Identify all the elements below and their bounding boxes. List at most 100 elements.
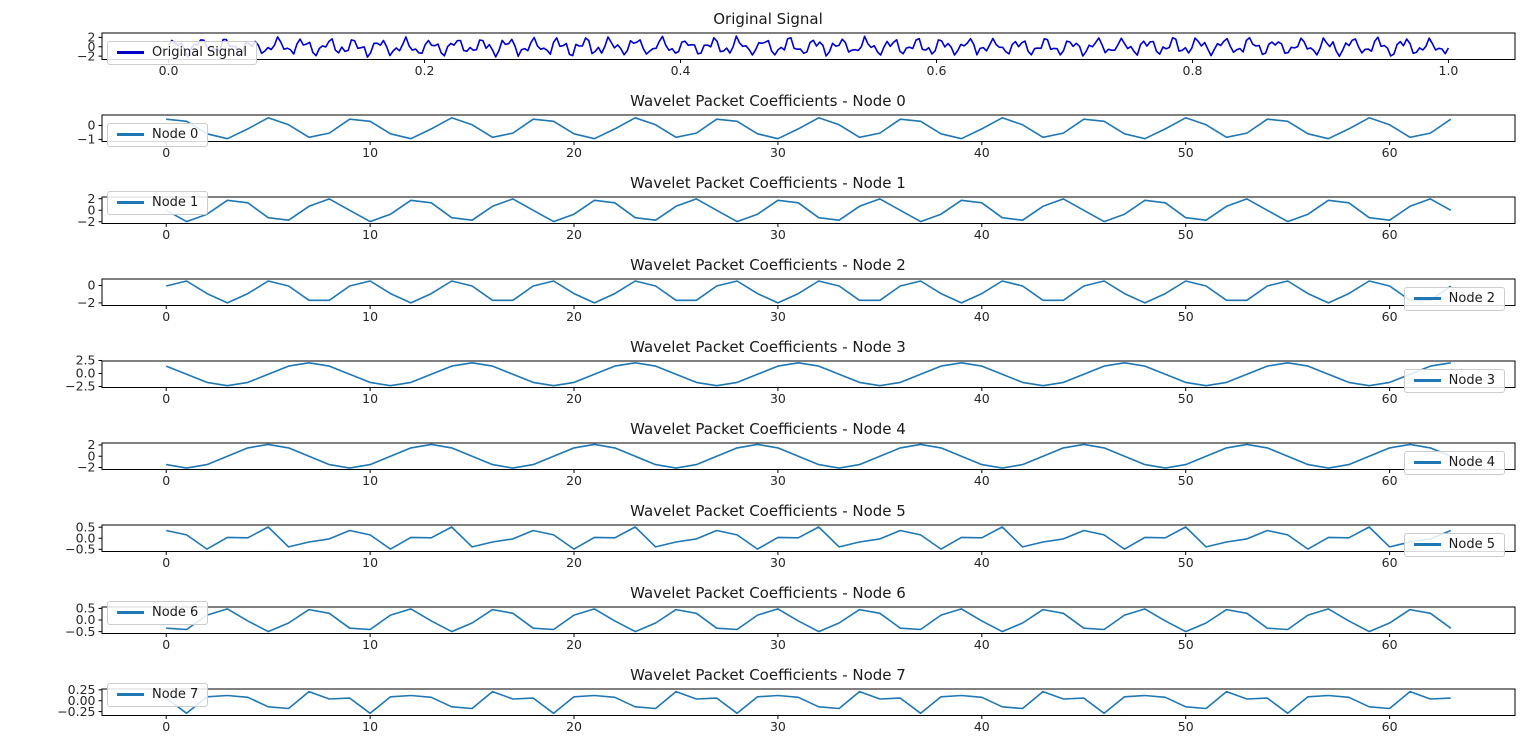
y-tick-label: −0.5 — [65, 624, 95, 639]
axes-box — [101, 524, 1516, 552]
y-tick-label: −0.25 — [57, 704, 95, 719]
x-tick-label: 0.8 — [1183, 63, 1203, 78]
x-tick-label: 10 — [362, 227, 378, 242]
subplot-title: Wavelet Packet Coefficients - Node 0 — [630, 92, 906, 110]
axes-box — [101, 114, 1516, 142]
y-tick-label: 0.0 — [76, 612, 96, 627]
x-tick-label: 30 — [770, 145, 786, 160]
y-tick-label: −1 — [77, 132, 95, 147]
legend-node-0: Node 0 — [107, 123, 209, 147]
y-tick-label: 0 — [88, 118, 96, 133]
legend-line-icon — [117, 133, 144, 136]
x-tick-label: 20 — [566, 719, 582, 734]
legend-original-signal: Original Signal — [107, 41, 257, 65]
x-tick-label: 30 — [770, 555, 786, 570]
x-tick-label: 60 — [1382, 309, 1398, 324]
x-tick-label: 50 — [1178, 309, 1194, 324]
x-tick-label: 30 — [770, 227, 786, 242]
y-tick-label: 0 — [88, 202, 96, 217]
x-tick-label: 0 — [162, 145, 170, 160]
subplot-title: Wavelet Packet Coefficients - Node 7 — [630, 666, 906, 684]
subplot-node-0: Wavelet Packet Coefficients - Node 0 0 10… — [0, 82, 1536, 164]
x-tick-label: 0 — [162, 719, 170, 734]
signal-line — [165, 690, 1451, 715]
legend-label: Node 7 — [152, 687, 199, 702]
y-tick-label: 0.0 — [76, 366, 96, 381]
signal-line — [165, 198, 1452, 223]
x-tick-label: 50 — [1178, 391, 1194, 406]
x-tick-label: 60 — [1382, 227, 1398, 242]
x-tick-label: 50 — [1178, 145, 1194, 160]
y-tick-label: 2 — [88, 30, 96, 45]
signal-line — [165, 361, 1451, 387]
legend-node-7: Node 7 — [107, 683, 209, 707]
x-tick-label: 20 — [566, 637, 582, 652]
x-tick-label: 40 — [974, 145, 990, 160]
x-tick-label: 10 — [362, 309, 378, 324]
x-tick-label: 30 — [770, 719, 786, 734]
x-tick-label: 30 — [770, 473, 786, 488]
legend-line-icon — [117, 201, 144, 204]
subplot-node-4: Wavelet Packet Coefficients - Node 4 0 10… — [0, 410, 1536, 492]
x-tick-label: 10 — [362, 719, 378, 734]
legend-line-icon — [1413, 297, 1441, 300]
y-tick-label: 0.25 — [68, 682, 96, 697]
x-tick-label: 60 — [1382, 145, 1398, 160]
y-tick-label: −2 — [77, 460, 95, 475]
x-tick-label: 60 — [1382, 719, 1398, 734]
x-tick-label: 40 — [974, 227, 990, 242]
subplot-title: Wavelet Packet Coefficients - Node 4 — [630, 420, 906, 438]
x-tick-label: 40 — [974, 391, 990, 406]
x-tick-label: 50 — [1178, 473, 1194, 488]
x-tick-label: 10 — [362, 145, 378, 160]
legend-node-1: Node 1 — [107, 191, 209, 215]
axes-box — [101, 360, 1516, 388]
subplot-title: Wavelet Packet Coefficients - Node 2 — [630, 256, 906, 274]
x-tick-label: 20 — [566, 555, 582, 570]
x-tick-label: 60 — [1382, 555, 1398, 570]
y-tick-label: 2 — [88, 437, 96, 452]
y-tick-label: 0 — [88, 448, 96, 463]
subplot-title: Wavelet Packet Coefficients - Node 5 — [630, 502, 906, 520]
legend-label: Node 1 — [152, 195, 199, 210]
x-tick-label: 0 — [162, 473, 170, 488]
x-tick-label: 60 — [1382, 391, 1398, 406]
x-tick-label: 50 — [1178, 227, 1194, 242]
y-tick-label: 2 — [88, 191, 96, 206]
x-tick-label: 40 — [974, 473, 990, 488]
x-tick-label: 0 — [162, 555, 170, 570]
legend-node-6: Node 6 — [107, 601, 209, 625]
signal-line — [166, 280, 1452, 304]
x-tick-label: 10 — [362, 555, 378, 570]
x-tick-label: 10 — [362, 473, 378, 488]
legend-node-4: Node 4 — [1403, 451, 1505, 475]
x-tick-label: 0 — [162, 391, 170, 406]
axes-box — [101, 278, 1516, 306]
legend-line-icon — [117, 611, 144, 614]
y-tick-label: −0.5 — [65, 541, 95, 556]
legend-label: Node 0 — [152, 127, 199, 142]
x-tick-label: 40 — [974, 719, 990, 734]
x-tick-label: 20 — [566, 473, 582, 488]
x-tick-label: 30 — [770, 637, 786, 652]
x-tick-label: 0.0 — [159, 63, 179, 78]
x-tick-label: 0 — [162, 227, 170, 242]
legend-node-5: Node 5 — [1403, 533, 1505, 557]
x-tick-label: 30 — [770, 391, 786, 406]
x-tick-label: 50 — [1178, 719, 1194, 734]
legend-label: Node 4 — [1448, 455, 1495, 470]
x-tick-label: 60 — [1382, 473, 1398, 488]
x-tick-label: 40 — [974, 637, 990, 652]
signal-line — [166, 443, 1452, 469]
subplot-title: Wavelet Packet Coefficients - Node 3 — [630, 338, 906, 356]
